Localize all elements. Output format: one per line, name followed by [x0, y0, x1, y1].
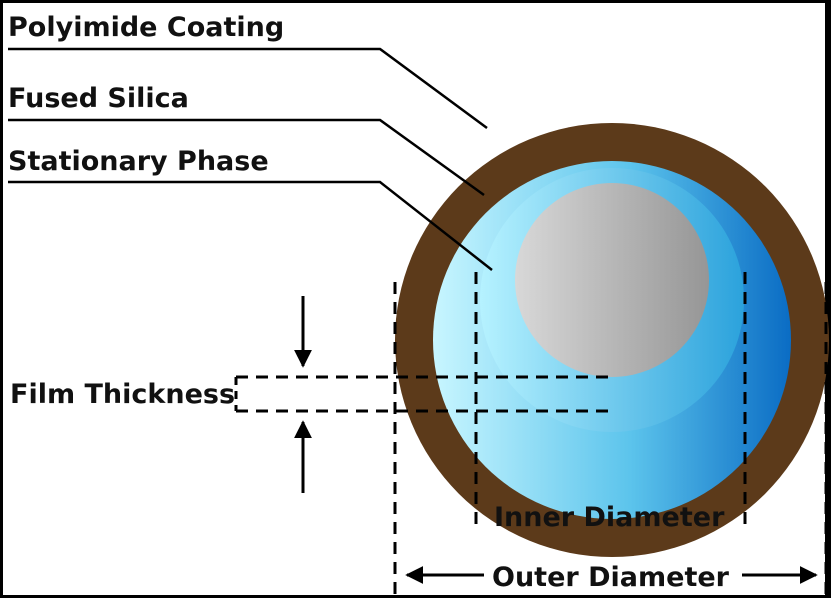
- polyimide-coating-leader: [8, 47, 488, 130]
- outer-diameter-label: Outer Diameter: [492, 562, 730, 593]
- inner-diameter-label: Inner Diameter: [494, 502, 725, 533]
- stationary-phase-label: Stationary Phase: [8, 146, 269, 177]
- inner-bore: [515, 183, 709, 377]
- polyimide-coating-label: Polyimide Coating: [8, 12, 284, 43]
- stationary-phase-leader: [8, 180, 493, 271]
- film-thickness-label: Film Thickness: [10, 379, 235, 410]
- fused-silica-label: Fused Silica: [8, 83, 189, 114]
- fused-silica-leader: [8, 118, 485, 197]
